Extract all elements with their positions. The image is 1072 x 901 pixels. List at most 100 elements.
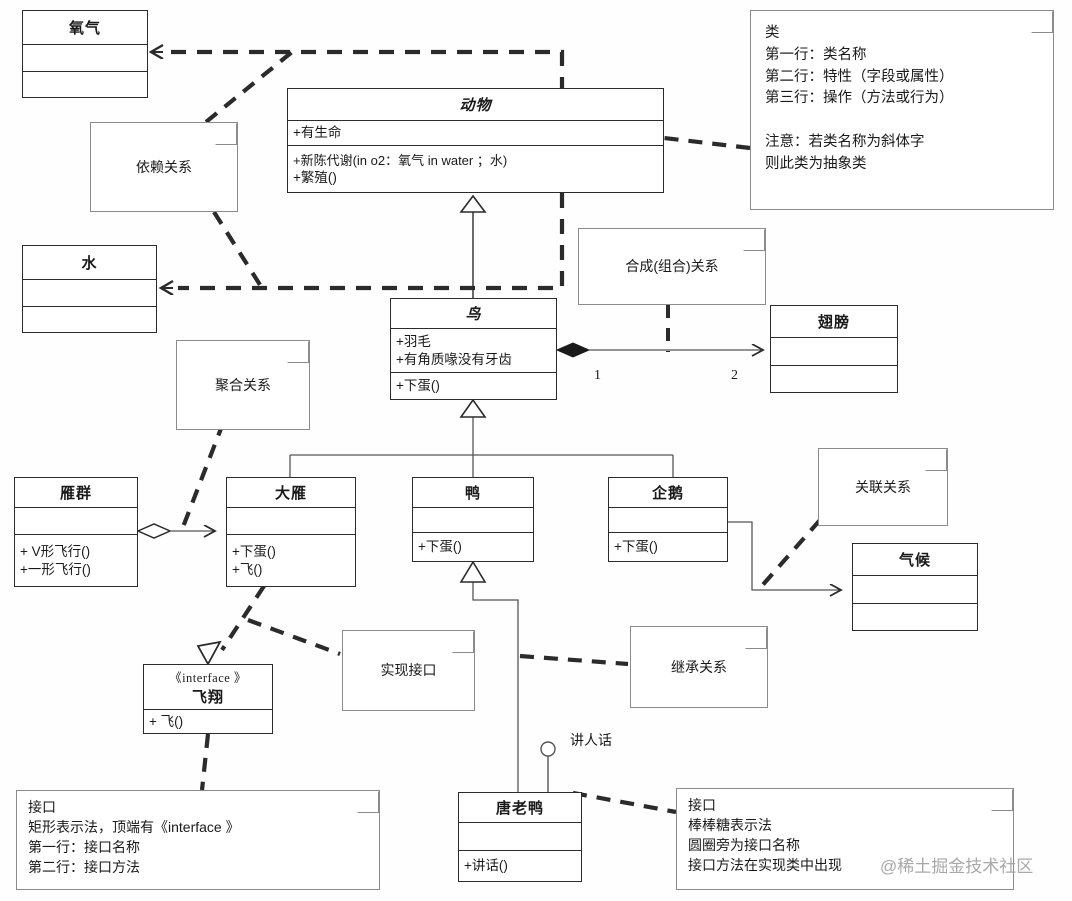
- class-ops-section: +下蛋(): [413, 533, 533, 561]
- class-box-climate[interactable]: 气候: [852, 543, 978, 631]
- note-class-legend[interactable]: 类 第一行：类名称 第二行：特性（字段或属性） 第三行：操作（方法或行为） 注意…: [750, 10, 1054, 210]
- note-composition[interactable]: 合成(组合)关系: [578, 228, 766, 305]
- class-attrs-section: [853, 576, 977, 604]
- watermark: @稀土掘金技术社区: [880, 857, 1034, 876]
- class-attribute: +有生命: [293, 125, 342, 141]
- class-box-penguin[interactable]: 企鹅 +下蛋(): [608, 477, 728, 562]
- class-attrs-section: [23, 45, 147, 72]
- class-name-section: 翅膀: [771, 306, 897, 338]
- note-aggregation[interactable]: 聚合关系: [176, 340, 310, 430]
- class-name-section: 雁群: [15, 478, 137, 508]
- class-box-bird[interactable]: 鸟 +羽毛 +有角质喙没有牙齿 +下蛋(): [390, 298, 557, 400]
- class-operation: +下蛋(): [614, 539, 658, 555]
- note-text: 继承关系: [671, 658, 727, 675]
- interface-stereotype: 《interface 》: [169, 671, 247, 685]
- note-anchor-interface-lollipop: [572, 790, 677, 815]
- class-operation: +繁殖(): [293, 169, 337, 185]
- note-text: 聚合关系: [215, 376, 271, 393]
- class-name-section: 气候: [853, 544, 977, 576]
- class-attrs-section: [609, 508, 727, 533]
- class-name-section: 氧气: [23, 11, 147, 45]
- class-attrs-section: [23, 280, 156, 307]
- class-operation: +讲话(): [464, 858, 508, 874]
- note-text: 依赖关系: [136, 158, 192, 175]
- note-interface-rect[interactable]: 接口 矩形表示法，顶端有《interface 》 第一行：接口名称 第二行：接口…: [16, 790, 380, 890]
- class-ops-section: +下蛋(): [609, 533, 727, 561]
- note-realize[interactable]: 实现接口: [342, 630, 475, 711]
- interface-box-fly[interactable]: 《interface 》 飞翔 + 飞(): [143, 664, 273, 734]
- class-attrs-section: [15, 508, 137, 535]
- class-ops-section: [853, 604, 977, 631]
- aggregation-flock-goose: [136, 523, 214, 539]
- class-operation: +下蛋(): [396, 378, 440, 394]
- class-box-wing[interactable]: 翅膀: [770, 305, 898, 393]
- interface-ops-section: + 飞(): [144, 710, 272, 734]
- class-attrs-section: [413, 508, 533, 533]
- class-name-section: 水: [23, 246, 156, 280]
- class-name: 雁群: [59, 485, 92, 502]
- note-text: 类 第一行：类名称 第二行：特性（字段或属性） 第三行：操作（方法或行为） 注意…: [765, 25, 954, 172]
- class-operation: +下蛋(): [418, 539, 462, 555]
- note-text: 实现接口: [380, 662, 437, 679]
- multiplicity-wing-side: 2: [731, 368, 738, 383]
- realization-goose-flyinterface: [196, 584, 266, 666]
- class-operation: +一形飞行(): [20, 561, 91, 577]
- multiplicity-bird-side: 1: [594, 368, 601, 383]
- note-inherit[interactable]: 继承关系: [630, 626, 768, 708]
- class-name: 企鹅: [651, 485, 684, 502]
- class-name-section: 鸟: [391, 299, 556, 329]
- class-box-duck[interactable]: 鸭 +下蛋(): [412, 477, 534, 562]
- class-name: 气候: [898, 552, 931, 569]
- class-attribute: +羽毛: [396, 333, 431, 349]
- class-name-section: 动物: [288, 89, 663, 121]
- class-ops-section: +讲话(): [459, 851, 581, 881]
- interface-operation: + 飞(): [149, 714, 184, 729]
- lollipop-interface-donald: [540, 741, 556, 792]
- class-operation: +新陈代谢(in o2：氧气 in water ；水): [293, 152, 508, 168]
- class-name: 鸭: [464, 485, 481, 502]
- lollipop-interface-label: 讲人话: [570, 732, 612, 748]
- class-name: 大雁: [274, 485, 307, 502]
- interface-name: 飞翔: [191, 689, 224, 706]
- class-ops-section: +下蛋() +飞(): [227, 535, 355, 586]
- note-anchor-inherit: [519, 653, 629, 667]
- note-anchor-interface-rect: [199, 733, 211, 791]
- class-operation: +下蛋(): [232, 543, 276, 559]
- class-name: 动物: [459, 97, 492, 114]
- association-penguin-climate: [728, 521, 840, 590]
- note-interface-lollipop[interactable]: 接口 棒棒糖表示法 圆圈旁为接口名称 接口方法在实现类中出现: [676, 788, 1014, 890]
- class-name-section: 鸭: [413, 478, 533, 508]
- class-box-flock[interactable]: 雁群 + V形飞行() +一形飞行(): [14, 477, 138, 587]
- class-attribute: +有角质喙没有牙齿: [396, 351, 512, 367]
- note-text: 关联关系: [855, 478, 911, 495]
- class-ops-section: [771, 366, 897, 393]
- class-box-animal[interactable]: 动物 +有生命 +新陈代谢(in o2：氧气 in water ；水) +繁殖(…: [287, 88, 664, 193]
- generalization-bird-animal: [459, 194, 487, 298]
- class-ops-section: [23, 307, 156, 333]
- composition-bird-wing: [555, 342, 762, 358]
- interface-name-section: 《interface 》 飞翔: [144, 665, 272, 710]
- class-ops-section: [23, 72, 147, 98]
- note-dependency[interactable]: 依赖关系: [90, 122, 238, 212]
- note-anchor-association: [758, 518, 822, 590]
- class-name: 氧气: [68, 20, 101, 37]
- note-anchor-realize: [247, 618, 341, 656]
- note-association[interactable]: 关联关系: [818, 448, 948, 526]
- class-name-section: 企鹅: [609, 478, 727, 508]
- generalization-bus-bird: [289, 398, 674, 477]
- class-attrs-section: [227, 508, 355, 535]
- class-box-water[interactable]: 水: [22, 245, 157, 333]
- class-operation: + V形飞行(): [20, 543, 91, 559]
- class-box-donald[interactable]: 唐老鸭 +讲话(): [458, 792, 582, 882]
- class-box-goose[interactable]: 大雁 +下蛋() +飞(): [226, 477, 356, 587]
- class-ops-section: +下蛋(): [391, 373, 556, 399]
- class-attrs-section: +羽毛 +有角质喙没有牙齿: [391, 329, 556, 373]
- note-anchor-class-legend: [663, 135, 751, 151]
- class-attrs-section: [771, 338, 897, 366]
- class-box-oxygen[interactable]: 氧气: [22, 10, 148, 98]
- class-name: 唐老鸭: [495, 800, 544, 817]
- class-name: 鸟: [465, 306, 482, 323]
- class-name: 翅膀: [817, 314, 850, 331]
- class-name: 水: [81, 255, 98, 272]
